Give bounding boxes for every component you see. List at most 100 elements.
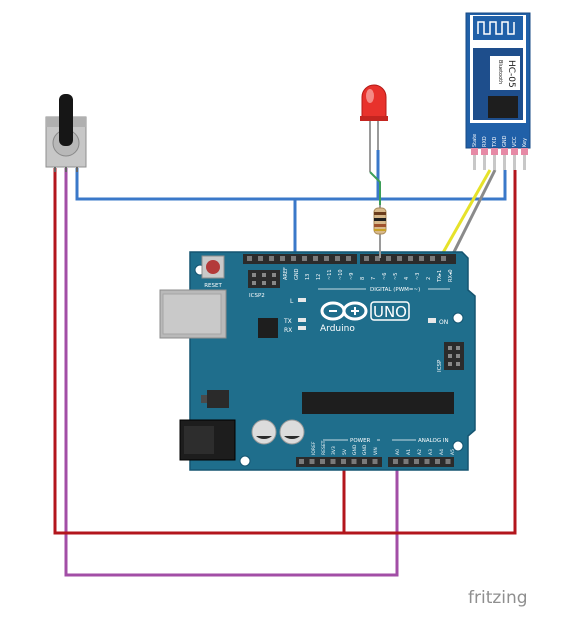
arduino-brand: Arduino (320, 324, 355, 334)
header-pin (424, 459, 430, 464)
reset-label: RESET (204, 283, 222, 289)
pin-label-tx1: TX▸1 (437, 270, 443, 283)
header-pin (393, 459, 398, 464)
pin-label-a0: A0 (395, 449, 401, 455)
pin-label-5v: 5V (342, 448, 348, 455)
hc05-pin-collar (491, 148, 498, 155)
capacitor (279, 419, 305, 445)
header-pin (375, 256, 380, 261)
led-on (428, 318, 436, 323)
header-pin (280, 256, 285, 261)
pin-label-11: ~11 (327, 269, 333, 280)
header-pin (335, 256, 340, 261)
pin-label-reset: RESET (321, 440, 327, 455)
pin-label-gnd1: GND (352, 444, 358, 455)
fritzing-watermark: fritzing (468, 588, 528, 608)
header-pin (430, 256, 435, 261)
wires (53, 150, 517, 577)
hc05-sub: Bluetooth (497, 60, 503, 84)
led-l-label: L (290, 298, 294, 305)
power-header (296, 457, 382, 467)
capacitor (251, 419, 277, 445)
mount-hole (452, 440, 464, 452)
header-pin (386, 256, 391, 261)
pin-label-2: 2 (426, 277, 432, 280)
header-pin (419, 256, 424, 261)
icsp-header (444, 342, 464, 370)
header-pin (247, 256, 252, 261)
hc05-pin (483, 148, 486, 170)
hc05-pin-collar (481, 148, 488, 155)
hc05-pin-state: State (472, 134, 478, 147)
header-pin (330, 459, 336, 464)
hc05-pin (523, 148, 526, 170)
header-pin (364, 256, 369, 261)
header-pin (309, 459, 315, 464)
hc05-pin-collar (501, 148, 508, 155)
pin-label-ioref: IOREF (311, 441, 317, 455)
pin-label-6: ~6 (382, 273, 388, 280)
led-tx-label: TX (283, 318, 292, 325)
arduino-uno-board: RESET ICSP2 AREF GND 13 12 ~11 ~10 ~9 8 … (159, 251, 476, 471)
voltage-regulator (207, 390, 229, 408)
pin-label-a3: A3 (428, 449, 434, 455)
wire-yellow-tx (438, 169, 492, 259)
pin-label-3v3: 3V3 (331, 446, 337, 455)
digital-label: DIGITAL (PWM=~) (370, 287, 420, 293)
header-pin (351, 459, 357, 464)
hc05-pin-rxd: RXD (482, 136, 488, 147)
uno-badge (370, 301, 410, 321)
header-pin (269, 256, 274, 261)
hc05-pin (493, 148, 496, 170)
potentiometer-knob[interactable] (59, 94, 73, 146)
led-rx (298, 326, 306, 330)
hc05-pin-txd: TXD (492, 137, 498, 148)
pin-label-13: 13 (305, 274, 311, 280)
wire-purple-a0 (64, 168, 399, 577)
hc05-pin (473, 148, 476, 170)
pin-label-gnd2: GND (362, 444, 368, 455)
hc05-pins (471, 148, 528, 170)
mount-hole (452, 312, 464, 324)
hc05-pin (503, 148, 506, 170)
pin-label-rx0: RX◂0 (448, 269, 454, 282)
header-pin (341, 459, 346, 464)
header-pin (320, 459, 325, 464)
header-pin (324, 256, 329, 261)
uno-model: UNO (373, 303, 407, 321)
digital-pins (247, 256, 446, 261)
led-on-label: ON (439, 319, 448, 326)
header-pin (445, 459, 451, 464)
mount-hole (239, 455, 251, 467)
header-pin (346, 256, 351, 261)
antenna-trace (477, 21, 515, 35)
pin-label-a5: A5 (450, 449, 456, 455)
pin-label-5: ~5 (393, 273, 399, 280)
potentiometer[interactable] (45, 94, 87, 172)
icsp2-label: ICSP2 (249, 293, 265, 299)
pin-label-9: ~9 (349, 273, 355, 280)
hc05-bluetooth-module: HC-05 Bluetooth State RXD TXD GND VCC Ke… (465, 12, 531, 170)
header-pin (397, 256, 402, 261)
icsp2-header (248, 270, 280, 288)
usb-chip (258, 318, 278, 338)
wire-gray-rx (449, 169, 497, 259)
led-tx (298, 318, 306, 322)
hc05-chip (488, 96, 518, 118)
header-pin (313, 256, 318, 261)
pin-label-7: 7 (371, 277, 377, 280)
resistor (373, 205, 387, 258)
pin-label-aref: AREF (283, 267, 289, 280)
hc05-pin-gnd: GND (502, 135, 508, 147)
header-pin (258, 256, 263, 261)
pin-label-a2: A2 (417, 449, 423, 455)
pin-label-12: 12 (316, 274, 322, 280)
header-pin (435, 459, 440, 464)
digital-header-left (243, 254, 357, 264)
pin-label-8: 8 (360, 277, 366, 280)
header-pin (299, 459, 304, 464)
hc05-pin-labels: State RXD TXD GND VCC Key (472, 134, 528, 148)
bottom-pin-labels: IOREF RESET 3V3 5V GND GND VIN A0 A1 A2 … (311, 440, 456, 455)
pin-label-vin: VIN (373, 447, 379, 455)
hc05-pin (513, 148, 516, 170)
